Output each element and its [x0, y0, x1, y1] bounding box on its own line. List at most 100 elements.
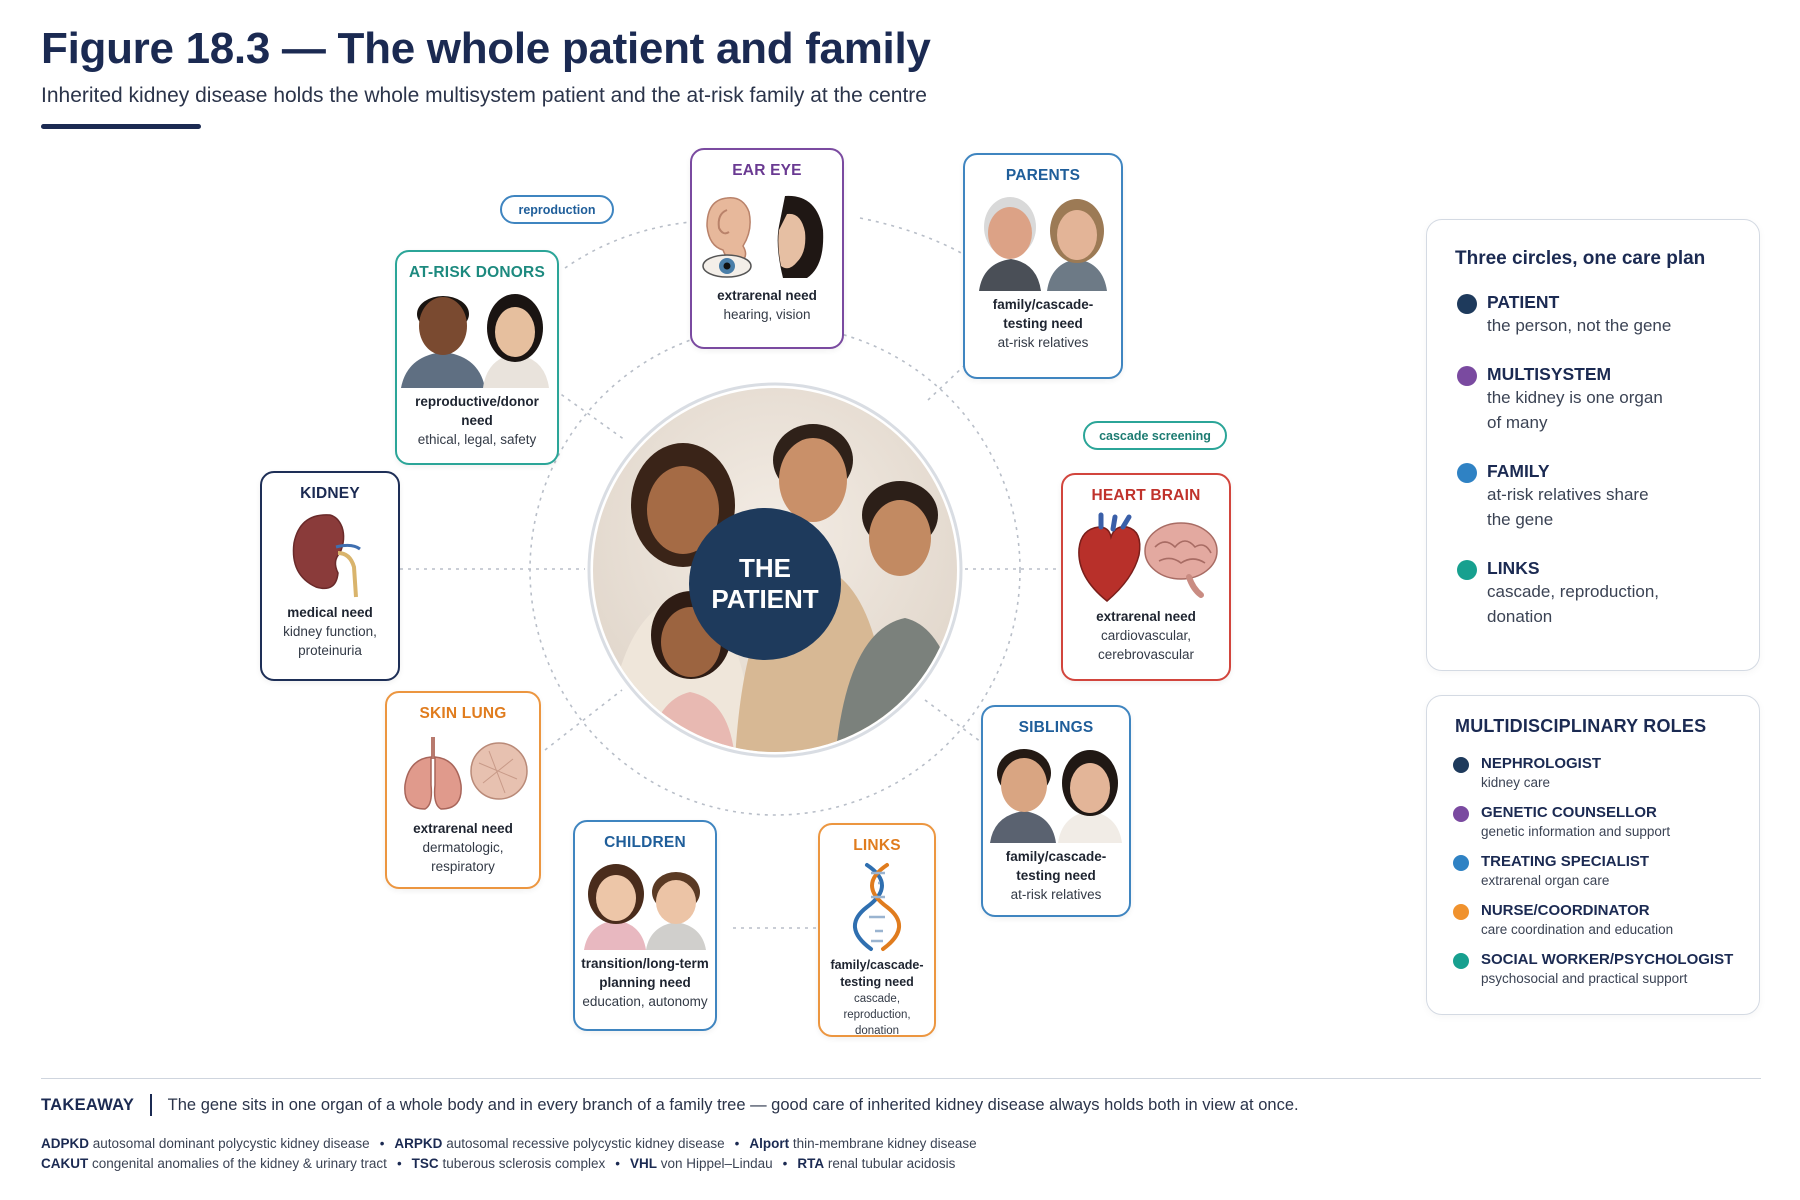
abbr-arpkd-full: autosomal recessive polycystic kidney di…	[446, 1136, 725, 1151]
role-key-nephrologist: NEPHROLOGIST	[1481, 755, 1602, 772]
takeaway-text: The gene sits in one organ of a whole bo…	[167, 1095, 1299, 1114]
ear-eye-icon	[702, 195, 824, 278]
role-genetic-counsellor: GENETIC COUNSELLOR genetic information a…	[1451, 804, 1759, 839]
role-social-worker: SOCIAL WORKER/PSYCHOLOGIST psychosocial …	[1451, 951, 1759, 986]
role-desc-treating-specialist: extrarenal organ care	[1481, 873, 1610, 888]
node-heart-brain-title: HEART BRAIN	[1091, 487, 1201, 504]
legend-dot-multisystem	[1457, 366, 1477, 386]
node-siblings-title: SIBLINGS	[1018, 719, 1094, 736]
legend-value-links-2: donation	[1487, 607, 1553, 626]
roles-panel: MULTIDISCIPLINARY ROLES NEPHROLOGIST kid…	[1426, 695, 1760, 1015]
abbr-tsc-full: tuberous sclerosis complex	[442, 1156, 606, 1171]
takeaway: TAKEAWAY The gene sits in one organ of a…	[41, 1094, 1299, 1116]
abbr-rta: RTA	[797, 1156, 825, 1171]
link-ear-parents	[859, 217, 966, 256]
node-links-title: LINKS	[853, 837, 901, 854]
role-dot-nephrologist	[1453, 757, 1469, 773]
node-ear-eye-title: EAR EYE	[732, 162, 802, 179]
node-skin-lung-need: extrarenal need	[413, 821, 513, 836]
role-nurse-coordinator: NURSE/COORDINATOR care coordination and …	[1451, 902, 1759, 937]
patient-label-line2: PATIENT	[711, 584, 819, 614]
abbr-cakut: CAKUT	[41, 1156, 89, 1171]
node-skin-lung-detail-1: dermatologic,	[422, 840, 504, 855]
node-kidney-need: medical need	[287, 605, 373, 620]
bottom-divider	[41, 1078, 1761, 1079]
node-children-need: transition/long-term planning need	[581, 956, 709, 990]
legend-key-family: FAMILY	[1487, 461, 1550, 481]
siblings-icon	[990, 749, 1122, 843]
node-children[interactable]: CHILDREN transition/long-term planning n…	[573, 820, 717, 1031]
kidney-icon	[292, 514, 361, 598]
node-children-title: CHILDREN	[604, 834, 686, 851]
role-desc-genetic-counsellor: genetic information and support	[1481, 824, 1671, 839]
node-siblings[interactable]: SIBLINGS family/cascade-testing need at-…	[981, 705, 1131, 917]
legend-key-multisystem: MULTISYSTEM	[1487, 364, 1612, 384]
legend-value-family-2: the gene	[1487, 510, 1554, 529]
spoke-skin-lung	[544, 689, 623, 751]
node-donors-title: AT-RISK DONORS	[409, 264, 545, 281]
abbr-rta-full: renal tubular acidosis	[827, 1156, 956, 1171]
role-treating-specialist: TREATING SPECIALIST extrarenal organ car…	[1451, 853, 1759, 888]
role-key-social-worker: SOCIAL WORKER/PSYCHOLOGIST	[1481, 951, 1734, 968]
legend-item-family: FAMILY at-risk relatives share the gene	[1455, 461, 1759, 532]
node-skin-lung[interactable]: SKIN LUNG extrarenal need dermatologic, …	[385, 691, 541, 889]
children-icon	[584, 864, 706, 950]
node-ear-eye-detail: hearing, vision	[723, 307, 811, 322]
abbreviations-row-2: CAKUT congenital anomalies of the kidney…	[41, 1156, 956, 1171]
node-kidney[interactable]: KIDNEY medical need kidney function, pro…	[260, 471, 400, 681]
abbr-cakut-full: congenital anomalies of the kidney & uri…	[92, 1156, 387, 1171]
role-key-treating-specialist: TREATING SPECIALIST	[1481, 853, 1650, 870]
link-donors-ear	[564, 221, 691, 269]
node-donors-need: reproductive/donor need	[415, 394, 539, 428]
node-kidney-detail-1: kidney function,	[283, 624, 377, 639]
patient-label-line1: THE	[739, 553, 791, 583]
node-heart-brain[interactable]: HEART BRAIN extrarenal need cardiovascul…	[1061, 473, 1231, 681]
abbr-adpkd: ADPKD	[41, 1136, 90, 1151]
legend-value-patient: the person, not the gene	[1487, 316, 1672, 335]
node-heart-brain-need: extrarenal need	[1096, 609, 1196, 624]
node-siblings-need: family/cascade-testing need	[1005, 849, 1107, 883]
abbr-arpkd: ARPKD	[394, 1136, 443, 1151]
legend-value-multisystem-1: the kidney is one organ	[1487, 388, 1663, 407]
node-siblings-detail: at-risk relatives	[1010, 887, 1102, 902]
role-dot-social-worker	[1453, 953, 1469, 969]
node-links-detail: cascade, reproduction, donation	[843, 993, 911, 1037]
node-ear-eye-need: extrarenal need	[717, 288, 817, 303]
dna-icon	[853, 863, 901, 951]
reproduction-pill: reproduction	[500, 195, 614, 224]
node-links[interactable]: LINKS family/cascade-testing need cascad…	[818, 823, 936, 1037]
legend-key-links: LINKS	[1487, 558, 1540, 578]
role-desc-social-worker: psychosocial and practical support	[1481, 971, 1688, 986]
node-kidney-detail-2: proteinuria	[298, 643, 362, 658]
cascade-screening-pill: cascade screening	[1083, 421, 1227, 450]
legend-value-family-1: at-risk relatives share	[1487, 485, 1649, 504]
spoke-parents	[927, 364, 966, 401]
legend-item-multisystem: MULTISYSTEM the kidney is one organ of m…	[1455, 364, 1759, 435]
node-children-detail: education, autonomy	[582, 994, 708, 1009]
figure-title: Figure 18.3 — The whole patient and fami…	[41, 24, 931, 73]
donors-icon	[401, 294, 549, 388]
abbr-adpkd-full: autosomal dominant polycystic kidney dis…	[92, 1136, 370, 1151]
role-key-nurse-coordinator: NURSE/COORDINATOR	[1481, 902, 1650, 919]
role-desc-nephrologist: kidney care	[1481, 775, 1551, 790]
node-skin-lung-detail-2: respiratory	[431, 859, 495, 874]
heart-brain-icon	[1078, 512, 1218, 602]
node-parents[interactable]: PARENTS family/cascade-testing need at-r…	[963, 153, 1123, 379]
skin-lung-icon	[404, 737, 528, 810]
role-key-genetic-counsellor: GENETIC COUNSELLOR	[1481, 804, 1657, 821]
abbr-alport-full: thin-membrane kidney disease	[792, 1136, 977, 1151]
patient-center-badge: THE PATIENT	[689, 508, 841, 660]
takeaway-label: TAKEAWAY	[41, 1095, 135, 1114]
node-parents-detail: at-risk relatives	[997, 335, 1089, 350]
role-dot-treating-specialist	[1453, 855, 1469, 871]
legend-value-multisystem-2: of many	[1487, 413, 1548, 432]
node-at-risk-donors[interactable]: AT-RISK DONORS reproductive/donor need e…	[395, 250, 559, 465]
abbr-alport: Alport	[749, 1136, 790, 1151]
node-links-need: family/cascade-testing need	[830, 958, 924, 989]
node-ear-eye[interactable]: EAR EYE extrarenal need hearing, vision	[690, 148, 844, 349]
node-parents-need: family/cascade-testing need	[992, 297, 1094, 331]
parents-icon	[979, 197, 1107, 291]
role-desc-nurse-coordinator: care coordination and education	[1481, 922, 1674, 937]
abbr-tsc: TSC	[411, 1156, 439, 1171]
node-heart-brain-detail-1: cardiovascular,	[1100, 628, 1192, 643]
